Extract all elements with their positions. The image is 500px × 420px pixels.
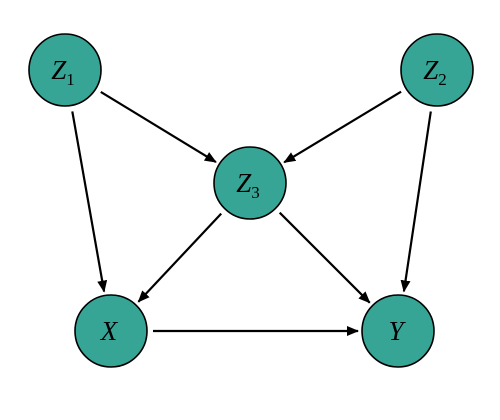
- node-z1-circle: [28, 33, 102, 107]
- node-x-label: X: [100, 316, 119, 346]
- edges-layer: [71, 90, 432, 336]
- node-z3-label: Z3: [236, 168, 260, 202]
- node-y: Y: [361, 294, 435, 368]
- node-z3-circle: [213, 146, 287, 220]
- edge-z1-to-x: [71, 111, 108, 293]
- node-x-circle: [74, 294, 148, 368]
- node-z1: Z1: [28, 33, 102, 107]
- edge-z2-to-y: [400, 111, 432, 293]
- edge-z3-to-y: [278, 211, 371, 304]
- node-z2-circle: [400, 33, 474, 107]
- node-z2-label: Z2: [423, 55, 447, 89]
- node-x: X: [74, 294, 148, 368]
- edge-z2-to-z3: [283, 90, 402, 164]
- nodes-layer: Z1 Z2 Z3 X Y: [28, 33, 474, 368]
- edge-z1-to-z3: [100, 90, 217, 164]
- node-z3: Z3: [213, 146, 287, 220]
- node-z1-label: Z1: [51, 55, 75, 89]
- node-y-circle: [361, 294, 435, 368]
- node-y-label: Y: [388, 316, 406, 346]
- edge-z3-to-x: [137, 212, 223, 303]
- node-z2: Z2: [400, 33, 474, 107]
